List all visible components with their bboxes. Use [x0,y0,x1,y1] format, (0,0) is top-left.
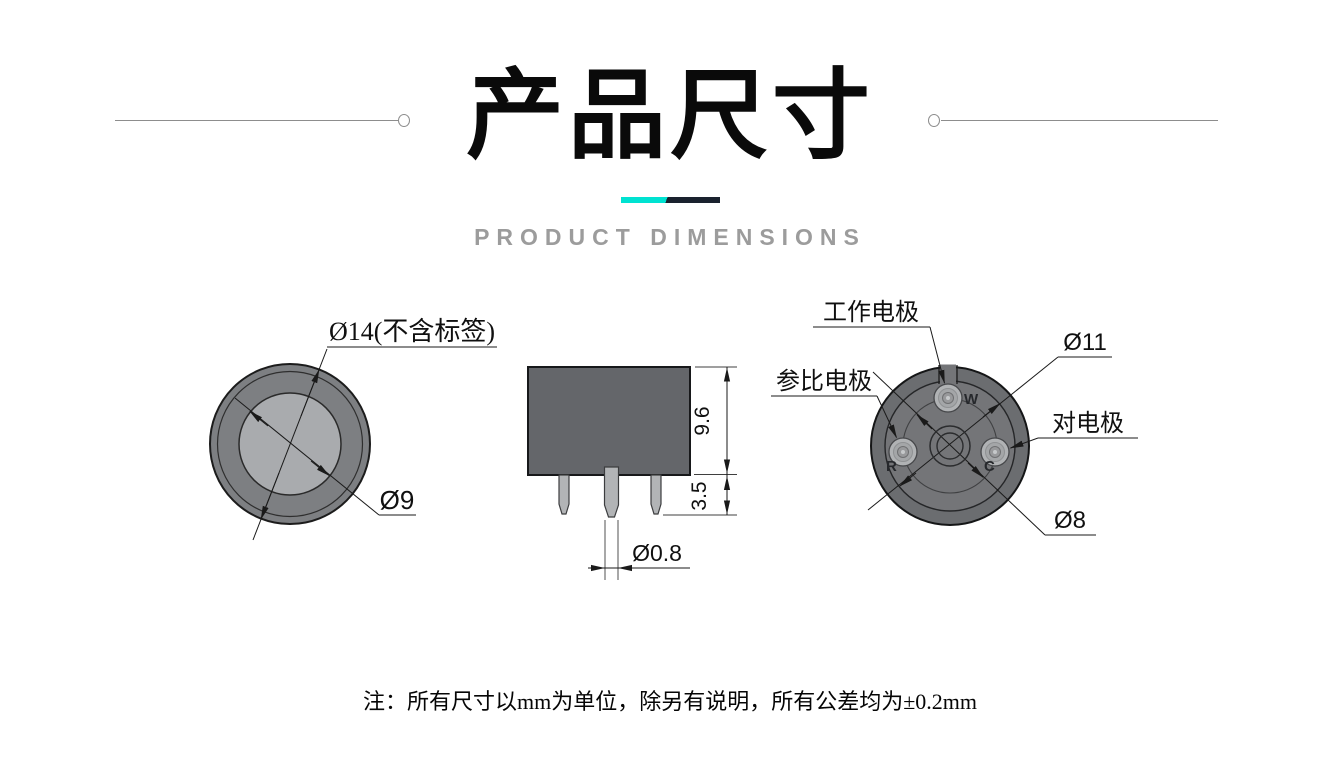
pin-diameter-label: Ø0.8 [632,540,682,566]
side-view-pins [558,466,662,518]
section-title-english: PRODUCT DIMENSIONS [474,224,866,250]
electrode-pin-w [933,383,963,413]
pin-left [558,474,570,515]
top-view-bevel-ring [216,370,364,518]
pin-letter-w: W [964,391,979,408]
tolerance-note: 注：所有尺寸以mm为单位，除另有说明，所有公差均为±0.2mm [362,689,978,714]
title-accent-bar [621,197,720,203]
working-electrode-label: 工作电极 [823,299,919,326]
outer-diameter-label: Ø14(不含标签) [329,317,495,346]
reference-electrode-label: 参比电极 [776,368,872,395]
header-decor-line-right [941,120,1218,121]
pin-middle [603,466,620,518]
header-decor-circle-right [928,114,940,127]
electrode-pin-r [888,437,918,467]
side-view-drawing: 9.6 3.5 Ø0.8 [527,366,737,580]
pin-letter-c: C [984,458,995,475]
section-title-chinese: 产品尺寸 [465,60,874,170]
header-decor-circle-left [398,114,410,127]
center-ring-inner [936,432,964,460]
bottom-view-drawing: W R C 工作电极 参比电极 对电极 Ø11 Ø8 [771,299,1138,536]
inner-diameter-dimension [234,397,416,516]
counter-electrode-label: 对电极 [1052,410,1124,437]
ring-diameter-label: Ø11 [1063,329,1107,356]
header-decor-line-left [115,120,398,121]
electrode-pin-c [980,437,1010,467]
top-view-drawing: Ø14(不含标签) Ø9 [209,317,497,541]
side-view-body [527,366,691,476]
body-height-label: 9.6 [691,406,714,435]
bottom-view-dimension-lines [867,356,1112,536]
pin-length-label: 3.5 [688,481,711,510]
inner-diameter-label: Ø9 [380,485,415,515]
pin-right [650,474,662,515]
side-view-dimension-lines [588,367,731,572]
center-ring-outer [929,425,971,467]
outer-diameter-dimension [252,346,497,541]
pin-circle-diameter-label: Ø8 [1054,507,1086,534]
electrode-leader-lines [771,326,1138,449]
pin-letter-r: R [886,458,897,475]
